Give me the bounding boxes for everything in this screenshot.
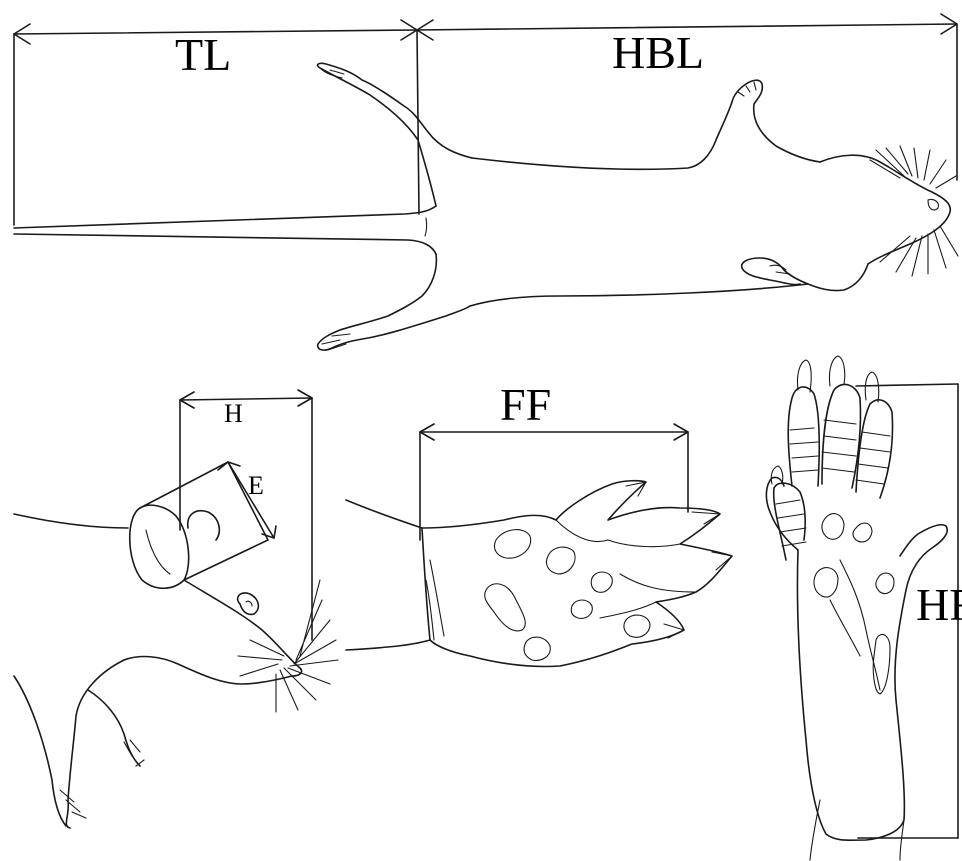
lower-body-edge	[470, 284, 808, 306]
hind-claws	[797, 356, 878, 402]
pad-1	[494, 530, 530, 559]
label-h: H	[224, 399, 243, 428]
pad-6	[524, 637, 550, 660]
ear-inner-line	[146, 530, 170, 574]
hindfoot-outline	[797, 525, 947, 841]
label-tl: TL	[175, 29, 231, 80]
tail-upper-edge	[14, 206, 436, 228]
fore-claws	[626, 482, 732, 638]
finger-line-4	[600, 602, 656, 618]
toe-4	[856, 400, 893, 498]
hind-pad-3	[814, 568, 838, 597]
upper-hind-leg	[318, 63, 472, 206]
neck-top-edge	[14, 514, 128, 528]
lower-hind-leg	[318, 254, 470, 350]
paw-upper	[88, 690, 140, 766]
head-face-outline	[124, 580, 302, 684]
whiskers-closeup	[238, 580, 338, 712]
forelimb-back-edge	[66, 660, 124, 828]
pad-7	[624, 615, 650, 637]
label-ff: FF	[500, 379, 551, 430]
toe-1	[774, 483, 806, 560]
finger-line-2	[608, 540, 680, 547]
hind-pad-1	[822, 514, 844, 540]
hind-pad-4	[876, 573, 894, 593]
head-closeup: H E	[14, 390, 338, 828]
hf-top-leader	[856, 384, 958, 386]
wrist-bottom-edge	[346, 640, 430, 650]
pad-5	[485, 584, 526, 631]
measurement-brackets-top	[14, 14, 957, 225]
tail-base-mark	[425, 218, 427, 236]
forefoot-closeup: FF	[346, 379, 732, 667]
eye-detail	[246, 601, 252, 606]
pad-4	[571, 600, 592, 618]
eye	[238, 593, 259, 614]
label-hf: HF	[916, 579, 962, 630]
upper-forelimb	[732, 80, 820, 162]
nose-tip	[928, 199, 938, 209]
hind-pad-5	[873, 634, 890, 694]
palm-outline	[422, 481, 732, 667]
label-e: E	[248, 471, 264, 500]
tail-base-leader	[417, 30, 419, 214]
label-hbl: HBL	[612, 27, 704, 78]
toe-segments	[776, 420, 890, 546]
lower-forelimb	[742, 258, 868, 291]
finger-line-1	[556, 520, 608, 542]
upper-body-edge	[472, 102, 732, 169]
rat-body-outline	[14, 63, 958, 350]
forelimb-front-edge	[14, 676, 66, 826]
tail-lower-edge	[14, 234, 436, 254]
head-outline	[820, 155, 950, 264]
hind-pad-2	[853, 523, 872, 542]
pad-2	[546, 547, 575, 574]
wrist-top-edge	[346, 500, 422, 528]
h-arrow-line	[180, 398, 312, 400]
pad-3	[591, 572, 612, 592]
lower-paw-claws	[60, 790, 86, 818]
finger-line-3	[620, 574, 696, 592]
ear-right-pinna	[188, 511, 220, 540]
hindfoot-closeup: HF	[766, 356, 962, 860]
